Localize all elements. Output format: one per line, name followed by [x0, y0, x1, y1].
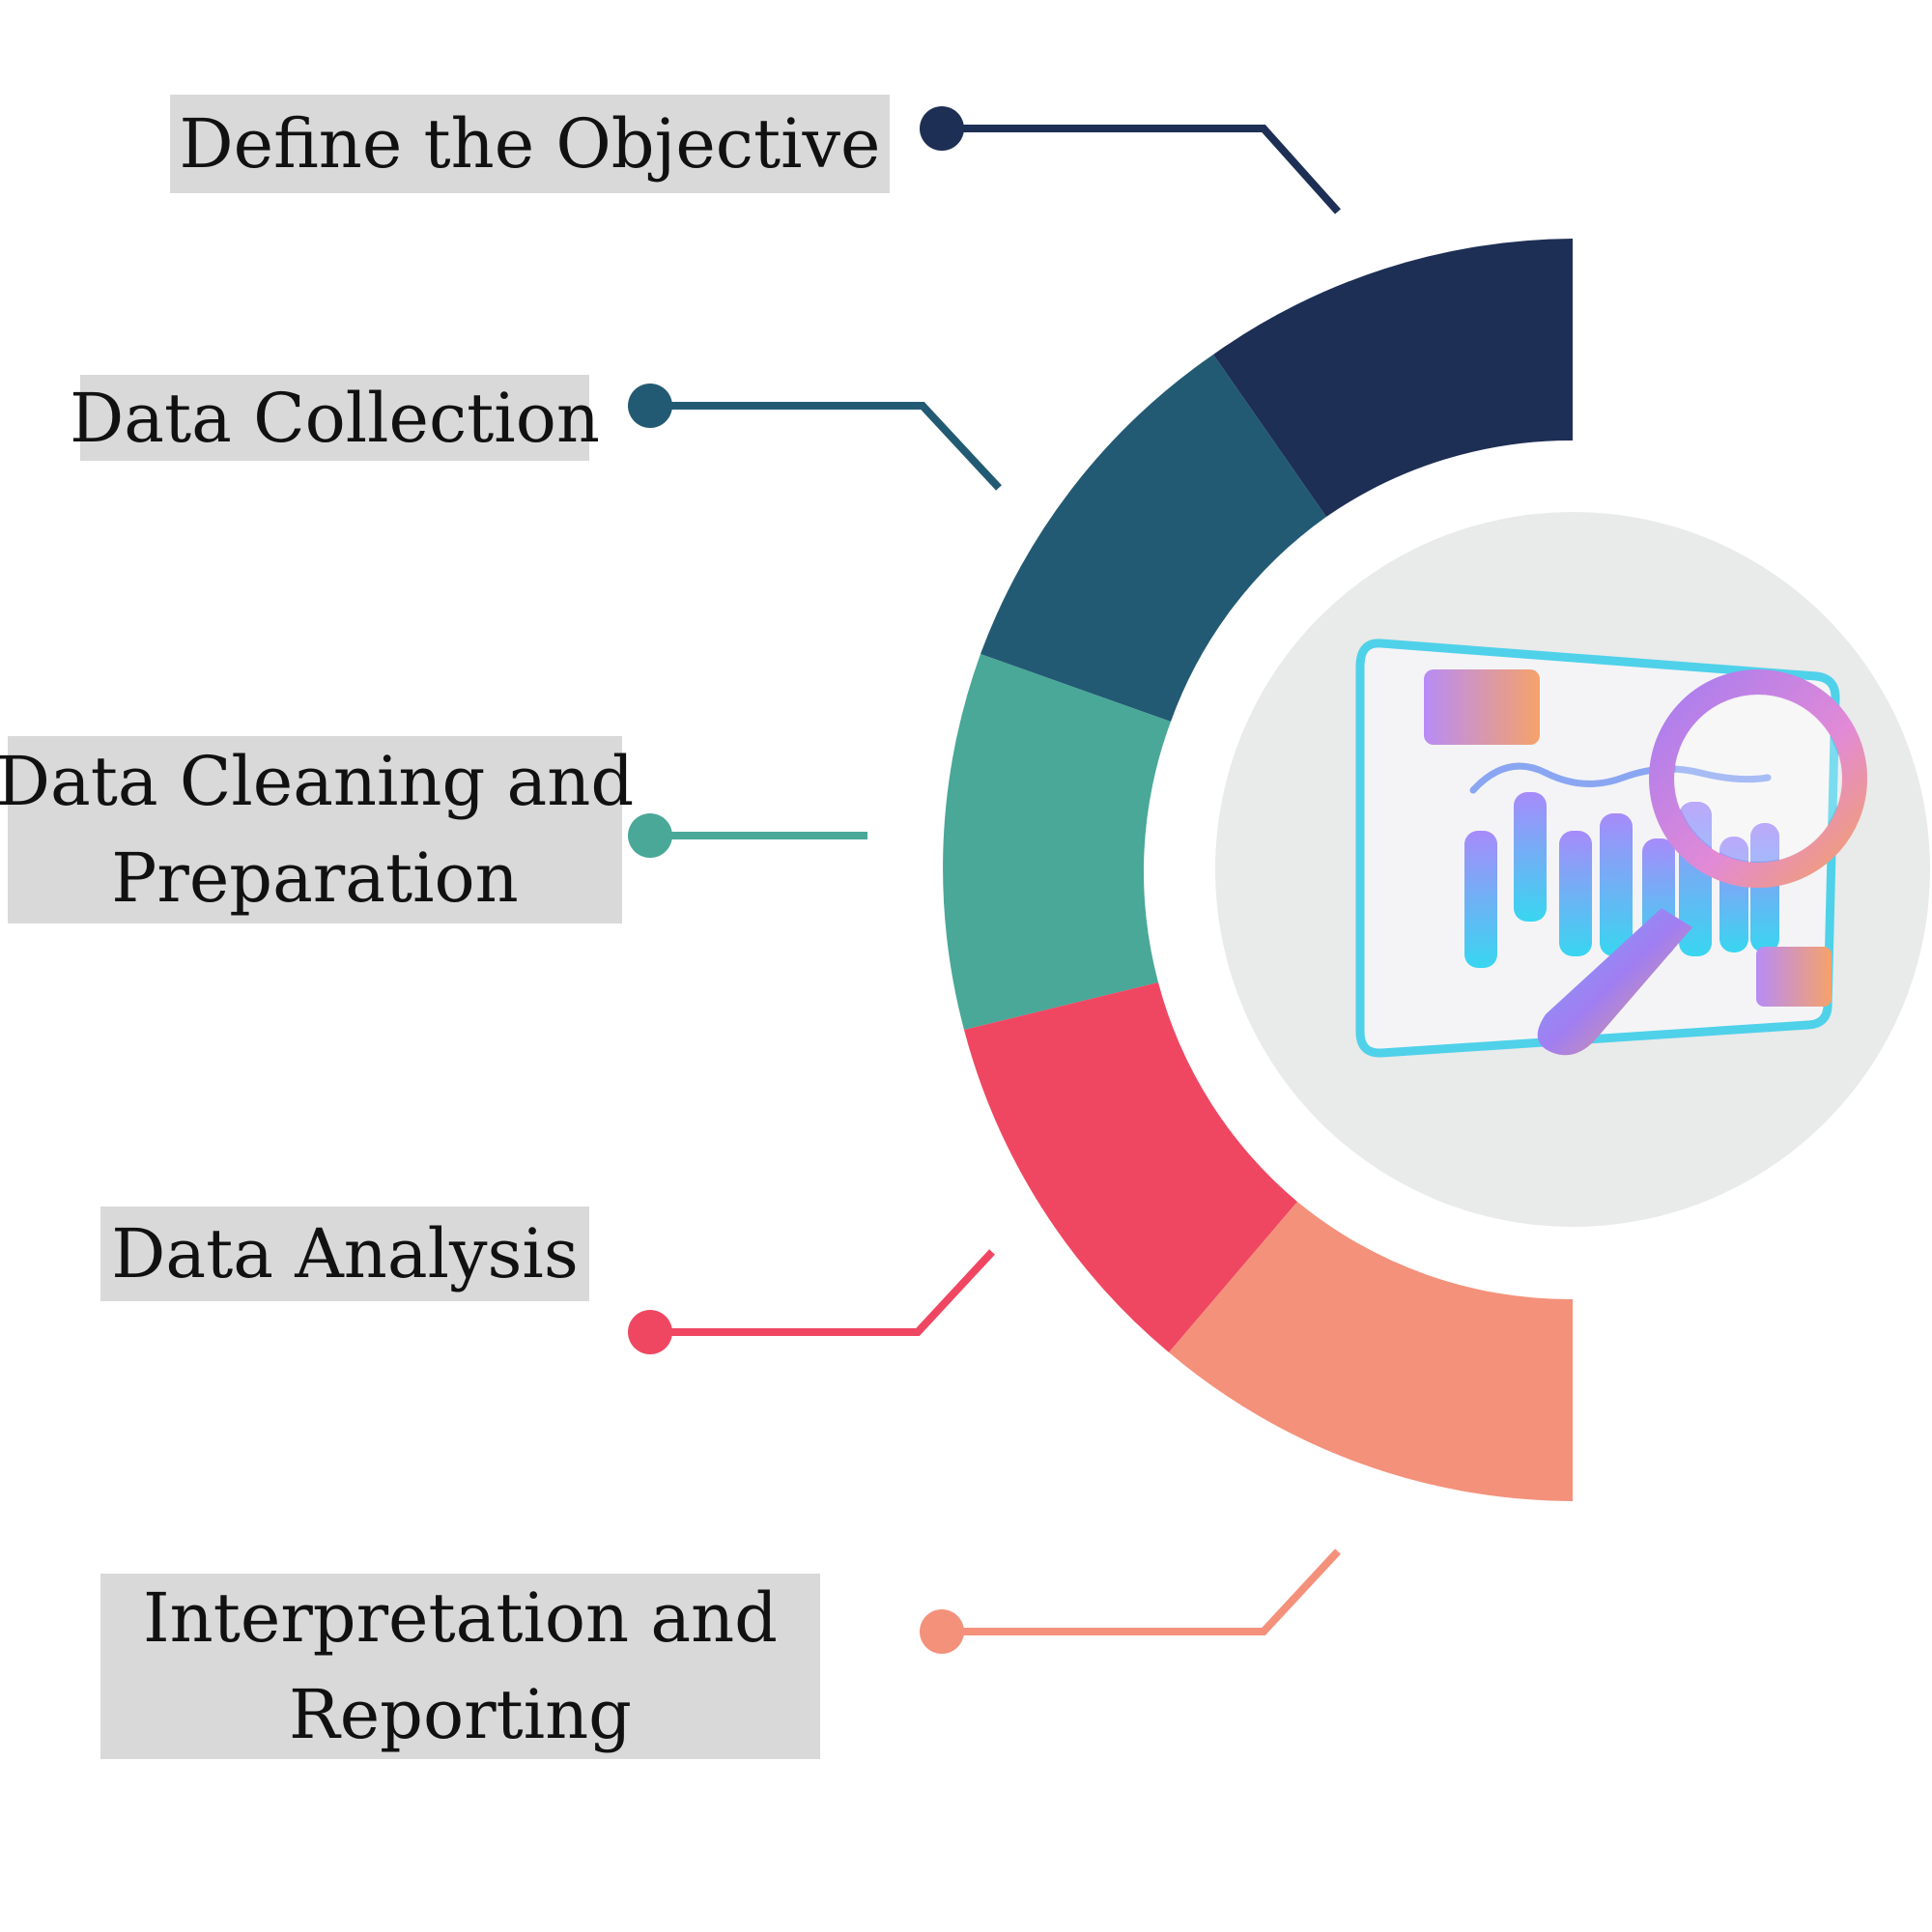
label-define-objective-text: Define the Objective [179, 104, 881, 184]
segment-data-cleaning [943, 654, 1171, 1030]
segment-define-objective [1213, 239, 1573, 517]
analytics-dashboard-magnifier-icon [1355, 639, 1867, 1058]
label-data-analysis: Data Analysis [100, 1207, 589, 1301]
label-data-cleaning: Data Cleaning and Preparation [0, 736, 634, 923]
segment-data-analysis [964, 982, 1297, 1352]
label-interpretation-line1: Interpretation and [143, 1578, 778, 1658]
label-interpretation: Interpretation and Reporting [100, 1574, 820, 1759]
label-data-collection: Data Collection [70, 375, 600, 461]
label-data-cleaning-line2: Preparation [111, 838, 519, 918]
label-interpretation-line2: Reporting [289, 1675, 632, 1754]
connector-interpretation [920, 1548, 1341, 1654]
connector-define-objective [920, 106, 1341, 214]
label-define-objective: Define the Objective [170, 95, 890, 193]
connector-data-collection [628, 384, 1002, 491]
label-data-analysis-text: Data Analysis [111, 1214, 579, 1293]
segment-data-collection [980, 355, 1326, 722]
connector-data-analysis [628, 1249, 995, 1354]
label-data-collection-text: Data Collection [70, 378, 600, 458]
segment-interpretation [1169, 1202, 1573, 1501]
connector-data-cleaning [628, 813, 867, 858]
label-data-cleaning-line1: Data Cleaning and [0, 742, 635, 821]
